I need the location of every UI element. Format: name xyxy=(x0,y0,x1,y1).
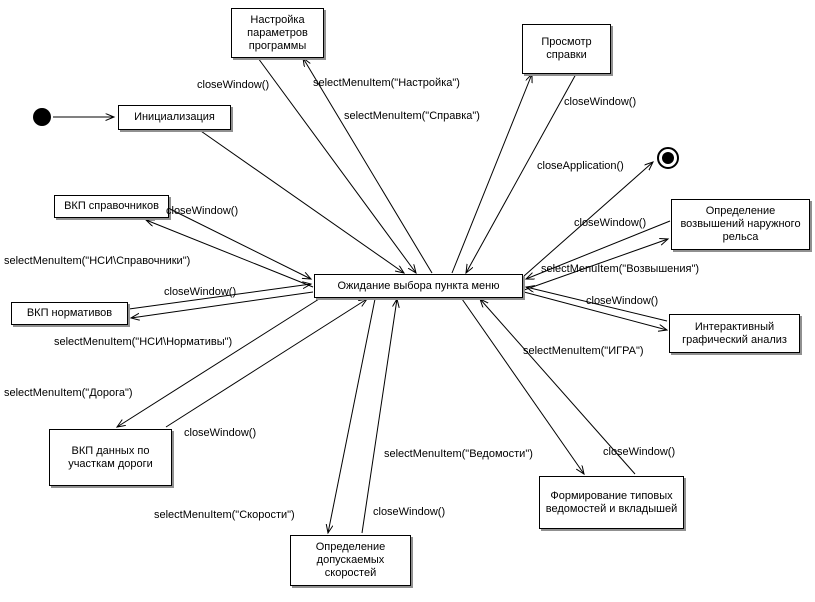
transition-label: closeWindow() xyxy=(197,79,270,91)
transition-line xyxy=(523,239,668,291)
transition-line xyxy=(328,298,376,533)
state-program-settings: Настройка параметров программы xyxy=(231,8,324,58)
state-label: Определение допускаемых скоростей xyxy=(315,541,386,579)
state-reports-forming: Формирование типовых ведомостей и вклады… xyxy=(539,476,684,529)
transition-line xyxy=(480,299,636,475)
state-label: Определение возвышений наружного рельса xyxy=(680,205,801,243)
final-state-core-icon xyxy=(662,152,674,164)
transition-line xyxy=(146,220,314,288)
transition-label: selectMenuItem("Возвышения") xyxy=(541,263,700,275)
transition-line xyxy=(526,220,671,279)
state-label: Формирование типовых ведомостей и вклады… xyxy=(545,489,678,515)
transition-line xyxy=(361,299,397,534)
state-initialization: Инициализация xyxy=(118,105,231,130)
transition-label: closeWindow() xyxy=(184,427,257,439)
transition-line xyxy=(117,298,320,427)
transition-line xyxy=(523,291,667,330)
transition-label: closeApplication() xyxy=(537,160,624,172)
transition-label: selectMenuItem("ИГРА") xyxy=(523,345,644,357)
transition-line xyxy=(303,58,433,274)
transition-line xyxy=(165,299,367,428)
state-allowed-speeds: Определение допускаемых скоростей xyxy=(290,535,411,586)
transition-line xyxy=(128,284,311,310)
transition-label: closeWindow() xyxy=(574,217,647,229)
transition-label: selectMenuItem("Скорости") xyxy=(154,509,295,521)
state-references: ВКП справочников xyxy=(54,195,169,218)
transition-line xyxy=(461,298,584,474)
transition-line xyxy=(526,287,668,322)
transition-line xyxy=(257,57,416,273)
transition-line xyxy=(197,128,404,273)
state-label: Просмотр справки xyxy=(541,36,592,61)
transition-line xyxy=(169,208,311,279)
transition-label: selectMenuItem("Дорога") xyxy=(4,387,133,399)
state-waiting-menu-choice: Ожидание выбора пункта меню xyxy=(314,274,523,298)
transition-label: closeWindow() xyxy=(166,205,239,217)
state-label: ВКП справочников xyxy=(64,200,159,212)
state-label: ВКП нормативов xyxy=(26,307,113,319)
transition-label: closeWindow() xyxy=(373,506,446,518)
transition-label: closeWindow() xyxy=(564,96,637,108)
transition-label: closeWindow() xyxy=(603,446,676,458)
transition-label: selectMenuItem("Настройка") xyxy=(313,77,460,89)
transition-label: selectMenuItem("Справка") xyxy=(344,110,480,122)
transition-line xyxy=(451,74,532,274)
state-help-view: Просмотр справки xyxy=(522,24,611,74)
state-label: ВКП данных по участкам дороги xyxy=(68,444,153,470)
state-rail-elevations: Определение возвышений наружного рельса xyxy=(671,199,810,250)
state-label: Настройка параметров программы xyxy=(247,13,308,52)
state-label: Ожидание выбора пункта меню xyxy=(337,279,500,292)
transition-label: selectMenuItem("НСИ\Нормативы") xyxy=(54,336,233,348)
transition-line xyxy=(131,291,314,318)
final-state-icon xyxy=(657,147,679,169)
transition-line xyxy=(523,162,653,277)
transition-label: closeWindow() xyxy=(164,286,237,298)
transition-label: selectMenuItem("НСИ\Справочники") xyxy=(4,255,191,267)
state-graphic-analysis: Интерактивный графический анализ xyxy=(669,314,800,353)
state-road-sections-data: ВКП данных по участкам дороги xyxy=(49,429,172,486)
state-label: Инициализация xyxy=(134,111,215,123)
transition-line xyxy=(466,73,577,273)
state-norms: ВКП нормативов xyxy=(11,302,128,325)
state-label: Интерактивный графический анализ xyxy=(682,320,787,346)
transition-label: closeWindow() xyxy=(586,295,659,307)
initial-state-icon xyxy=(33,108,51,126)
transition-label: selectMenuItem("Ведомости") xyxy=(384,448,533,460)
